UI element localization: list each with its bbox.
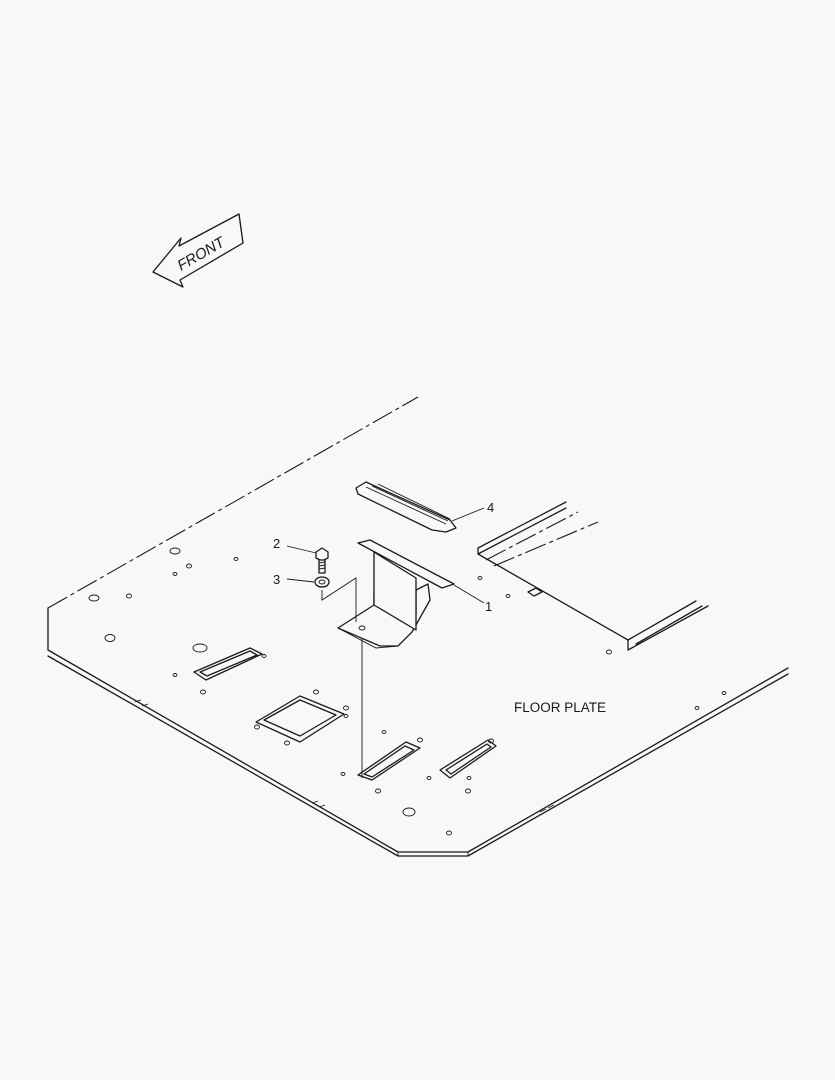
bracket-part [337,539,455,649]
bolt-part [315,547,329,574]
callout-4: 4 [451,500,494,522]
washer-leader [321,577,357,622]
floor-plate-label: FLOOR PLATE [514,700,606,715]
washer-part [314,576,330,588]
front-arrow-icon: FRONT [152,213,244,288]
callout-4-label: 4 [487,500,494,515]
pedal-pad-part [355,481,457,533]
callout-2: 2 [273,536,317,554]
callout-2-label: 2 [273,536,280,551]
callout-3: 3 [273,572,315,587]
callout-1: 1 [453,584,492,614]
floor-plate: FLOOR PLATE [47,396,789,857]
callout-1-label: 1 [485,599,492,614]
callout-3-label: 3 [273,572,280,587]
mounting-holes [88,547,727,836]
